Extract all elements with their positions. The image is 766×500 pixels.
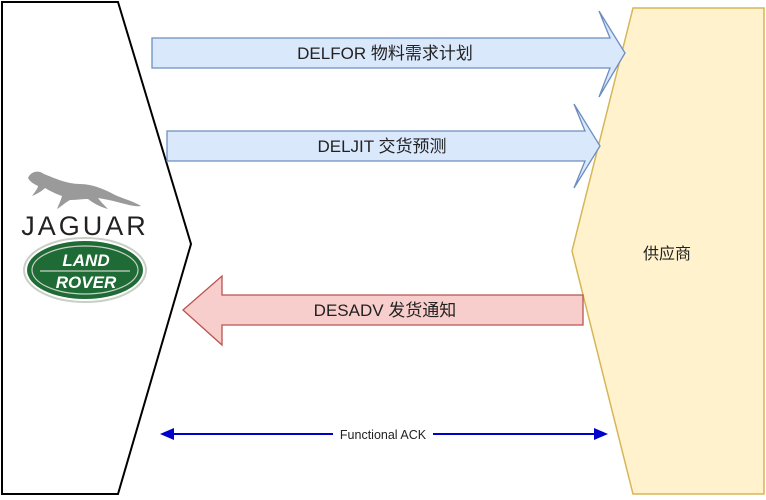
supplier-block	[571, 7, 765, 495]
jlr-logo: JAGUAR LAND ROVER	[21, 171, 149, 303]
ack-label-background	[333, 426, 433, 442]
land-rover-oval	[27, 241, 143, 299]
deljit-arrow	[166, 103, 601, 189]
supplier-label: 供应商	[643, 244, 691, 263]
jaguar-wordmark: JAGUAR	[21, 211, 149, 241]
functional-ack-connector: Functional ACK	[160, 426, 608, 442]
desadv-label: DESADV 发货通知	[314, 301, 457, 320]
ack-arrowhead-right-icon	[594, 428, 608, 440]
deljit-label: DELJIT 交货预测	[317, 137, 446, 156]
land-rover-text-rover: ROVER	[56, 273, 117, 292]
desadv-arrow	[182, 274, 584, 347]
delfor-arrow	[151, 10, 626, 98]
delfor-label: DELFOR 物料需求计划	[297, 44, 473, 63]
ack-label: Functional ACK	[340, 428, 427, 442]
land-rover-text-land: LAND	[62, 251, 109, 270]
ack-arrowhead-left-icon	[160, 428, 174, 440]
jaguar-leaper-icon	[28, 171, 141, 209]
land-rover-oval-inner-line	[31, 245, 139, 295]
